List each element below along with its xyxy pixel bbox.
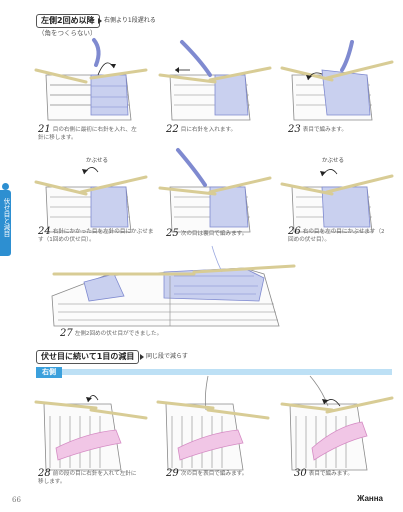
step-29-illustration — [156, 375, 270, 471]
section-note-2: 同じ段で減らす — [140, 353, 188, 361]
step-25-illustration — [158, 148, 272, 233]
page-number: 66 — [12, 496, 21, 504]
subhead-right-side: 右側 — [36, 367, 62, 378]
step-22-illustration — [158, 40, 272, 121]
triangle-icon — [140, 353, 144, 360]
side-tab-dot — [2, 183, 9, 190]
side-tab-label: 伏せ目と減目 — [2, 198, 10, 237]
step-27-illustration — [51, 245, 296, 327]
step-24-illustration — [34, 167, 148, 233]
section-subnote: （角をつくらない） — [38, 29, 97, 37]
watermark: Жанна — [357, 494, 383, 503]
triangle-icon — [98, 17, 102, 24]
step-28-illustration — [34, 395, 148, 471]
section-title-bindoff-decrease: 伏せ目に続いて1目の減目 — [36, 350, 140, 364]
subhead-bar — [36, 369, 392, 375]
step-26-illustration — [280, 169, 394, 233]
kabuseru-label-26: かぶせる — [322, 158, 345, 164]
kabuseru-label-24: かぶせる — [86, 158, 109, 164]
step-30-illustration — [280, 375, 394, 471]
step-21-illustration — [34, 38, 148, 121]
section-title-left-second: 左側2回め以降 — [36, 14, 100, 28]
side-tab — [0, 190, 11, 256]
section-note: 右側より1段遅れる — [98, 17, 156, 25]
step-23-illustration — [280, 40, 394, 121]
